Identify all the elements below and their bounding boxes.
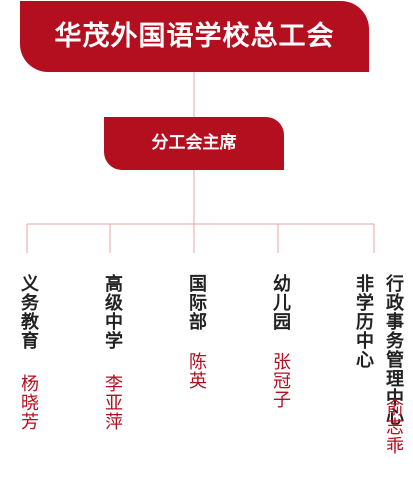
branch-2-leader-col: 李亚萍 — [101, 374, 123, 431]
org-title: 华茂外国语学校总工会 — [54, 21, 335, 52]
branch-2-department: 高级中学 — [102, 274, 123, 350]
branch-3-department: 国际部 — [186, 274, 207, 331]
branch-5-leader: 俞志乖 — [383, 398, 404, 455]
branch-4-department: 幼儿园 — [270, 274, 291, 331]
chair-title: 分工会主席 — [151, 133, 237, 153]
branch-1-leader-col: 杨晓芳 — [17, 374, 39, 431]
branch-1-leader: 杨晓芳 — [18, 374, 39, 431]
branch-4: 幼儿园 — [269, 274, 291, 331]
branch-5-department-b: 行政事务管理中心 — [383, 274, 404, 426]
branch-5-department-a: 非学历中心 — [353, 274, 374, 369]
branch-5-b: 行政事务管理中心 — [382, 274, 404, 426]
org-title-box: 华茂外国语学校总工会 — [20, 1, 369, 72]
branch-4-leader-col: 张冠子 — [269, 352, 291, 409]
branch-3: 国际部 — [185, 274, 207, 331]
branch-2: 高级中学 — [101, 274, 123, 350]
branch-1: 义务教育 — [17, 274, 39, 350]
branch-2-leader: 李亚萍 — [102, 374, 123, 431]
chair-box: 分工会主席 — [104, 117, 284, 170]
branch-5-leader-col: 俞志乖 — [382, 398, 404, 455]
branch-5: 非学历中心 — [352, 274, 374, 369]
branch-4-leader: 张冠子 — [270, 352, 291, 409]
branch-3-leader: 陈英 — [186, 352, 207, 390]
branch-3-leader-col: 陈英 — [185, 352, 207, 390]
branch-1-department: 义务教育 — [18, 274, 39, 350]
